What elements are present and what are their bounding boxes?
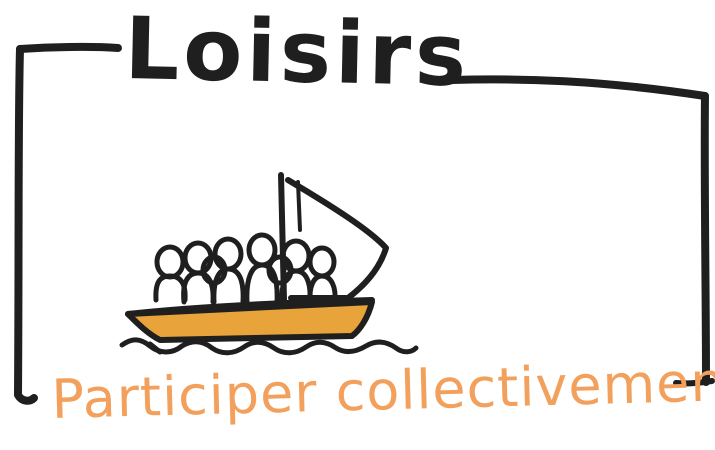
frame-right-line [700, 92, 710, 386]
frame-bottom-right-line [673, 378, 715, 387]
person-head [200, 254, 228, 286]
frame-top-left-line [16, 42, 122, 53]
boat-deck-line [125, 297, 375, 317]
frame [14, 42, 715, 405]
wave-accent [147, 341, 163, 355]
person-body [153, 273, 188, 303]
frame-top-right-line [448, 75, 709, 100]
person-body [181, 270, 216, 305]
person-head [212, 236, 244, 272]
people-group [153, 232, 338, 305]
page-title: Loisirs [124, 0, 472, 106]
person-head [266, 254, 294, 286]
person-body [211, 266, 246, 305]
person-body [307, 273, 338, 305]
person-head [280, 238, 312, 274]
sail-inner-line [296, 180, 302, 232]
sail [285, 177, 389, 301]
caption-text: Participer collectivement [51, 350, 715, 431]
boat-with-people-icon [119, 172, 419, 356]
waves [119, 337, 419, 356]
person-head [307, 245, 337, 279]
frame-left-line [14, 45, 38, 405]
person-head [154, 244, 186, 280]
person-body [244, 262, 280, 305]
